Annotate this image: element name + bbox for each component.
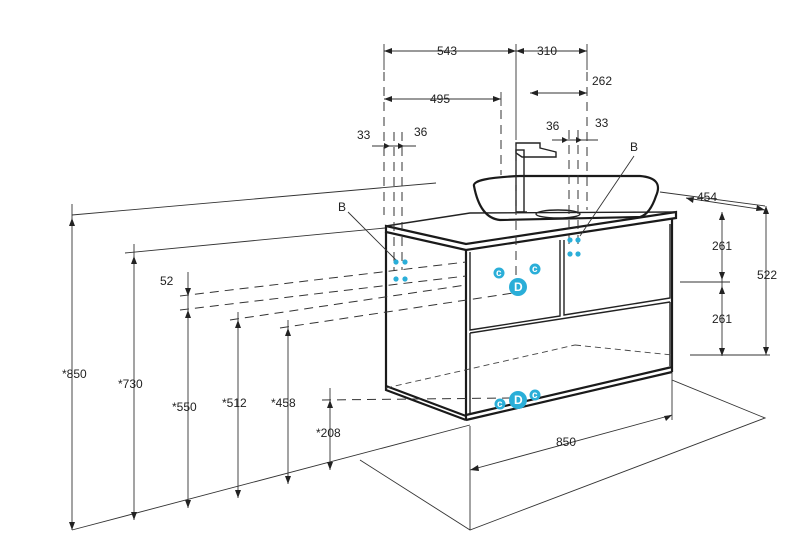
c-marker-upper-right <box>529 263 541 275</box>
dimension-labels: 543 310 262 495 33 36 36 33 454 261 261 … <box>62 44 777 449</box>
label-495: 495 <box>430 92 450 106</box>
drain-marker-upper <box>509 278 527 296</box>
faucet <box>515 142 557 213</box>
drain-marker-lower <box>509 391 527 409</box>
marker-b-left: B <box>338 200 346 214</box>
marker-d-upper: D <box>514 280 523 294</box>
connection-markers <box>347 155 635 410</box>
label-33-left: 33 <box>357 128 371 142</box>
label-458: *458 <box>271 396 296 410</box>
marker-c-upper-right: c <box>532 264 538 275</box>
bottom-dimensions <box>469 414 673 471</box>
side-dimensions <box>659 191 770 356</box>
height-dimensions <box>69 204 521 530</box>
marker-c-lower-left: c <box>497 399 503 410</box>
label-52: 52 <box>160 274 174 288</box>
label-850-width: 850 <box>556 435 576 449</box>
label-512: *512 <box>222 396 247 410</box>
label-33-right: 33 <box>595 116 609 130</box>
label-850-height: *850 <box>62 367 87 381</box>
label-550: *550 <box>172 400 197 414</box>
label-730: *730 <box>118 377 143 391</box>
label-261-bottom: 261 <box>712 312 732 326</box>
floor-and-wall-lines <box>71 182 767 531</box>
label-310: 310 <box>537 44 557 58</box>
c-marker-upper-left <box>493 267 505 279</box>
label-36-right: 36 <box>546 119 560 133</box>
label-454: 454 <box>697 190 717 204</box>
cabinet <box>384 210 678 422</box>
c-marker-lower-left <box>494 398 506 410</box>
marker-c-upper-left: c <box>496 268 502 279</box>
c-marker-lower-right <box>529 389 541 401</box>
marker-c-lower-right: c <box>532 390 538 401</box>
top-dimensions <box>372 44 598 290</box>
label-208: *208 <box>316 426 341 440</box>
marker-b-right: B <box>630 140 638 154</box>
label-261-top: 261 <box>712 239 732 253</box>
label-36-left: 36 <box>414 125 428 139</box>
label-262: 262 <box>592 74 612 88</box>
label-543: 543 <box>437 44 457 58</box>
vessel-sink <box>472 174 660 222</box>
marker-d-lower: D <box>514 393 523 407</box>
label-522: 522 <box>757 268 777 282</box>
